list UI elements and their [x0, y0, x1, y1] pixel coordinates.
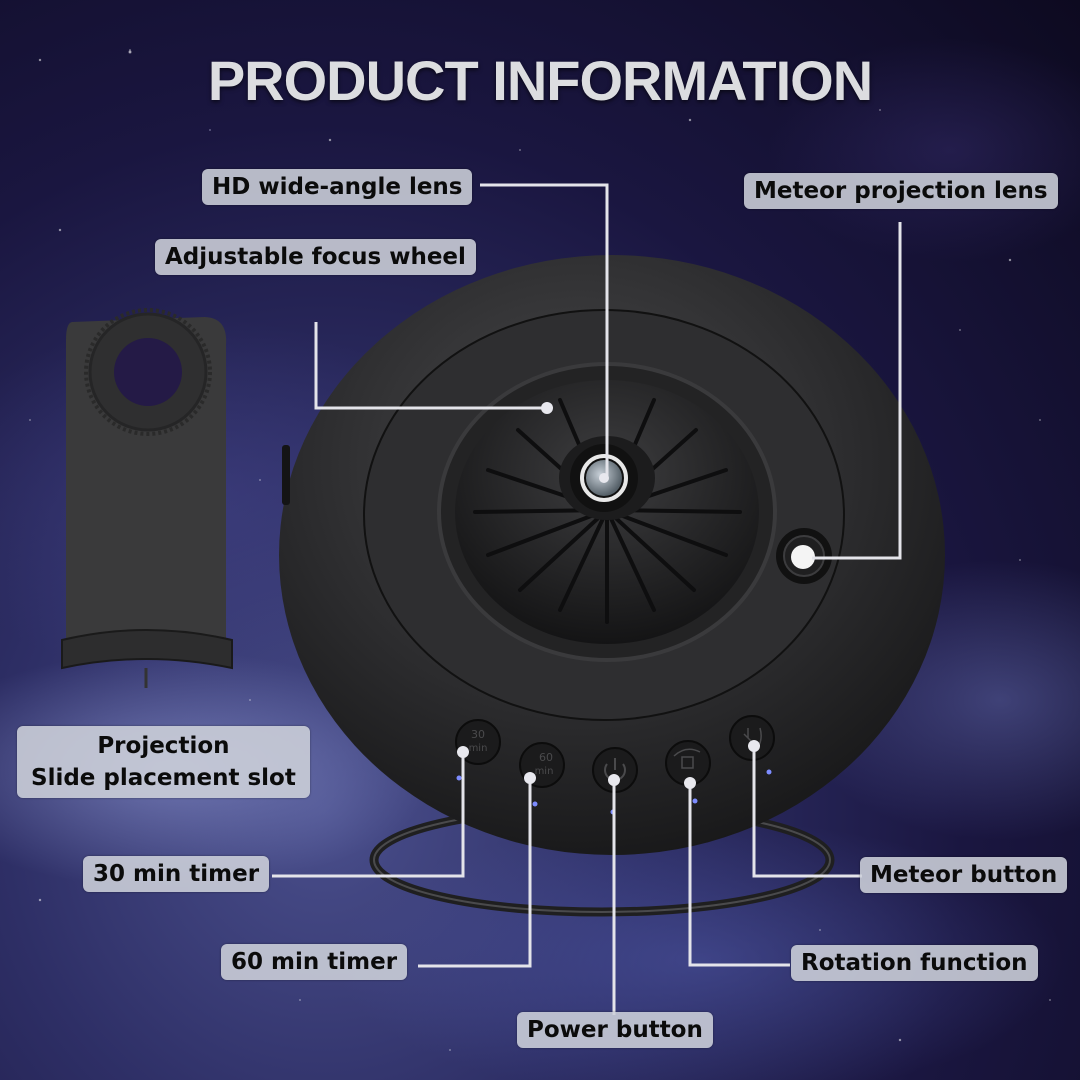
slide-slot-opening: [282, 445, 290, 505]
label-slide-placement-slot: Projection Slide placement slot: [17, 726, 310, 798]
svg-text:min: min: [469, 743, 488, 754]
label-60-min-timer: 60 min timer: [221, 944, 408, 980]
label-hd-wide-angle-lens: HD wide-angle lens: [202, 169, 473, 205]
label-30-min-timer: 30 min timer: [83, 856, 270, 892]
label-slide-line-2: Slide placement slot: [31, 765, 296, 791]
label-slide-line-1: Projection: [97, 733, 230, 759]
focus-wheel-ribs: [473, 398, 742, 624]
leader-lines: [272, 183, 902, 1015]
leader-dots: [457, 402, 760, 789]
label-rotation-function: Rotation function: [791, 945, 1038, 981]
page-title: PRODUCT INFORMATION: [207, 49, 873, 112]
label-meteor-button: Meteor button: [860, 857, 1068, 893]
label-meteor-projection-lens: Meteor projection lens: [744, 173, 1058, 209]
label-adjustable-focus-wheel: Adjustable focus wheel: [155, 239, 476, 275]
svg-text:30: 30: [471, 728, 485, 741]
label-power-button: Power button: [517, 1012, 713, 1048]
svg-text:60: 60: [539, 751, 553, 764]
meteor-lens: [776, 528, 832, 584]
projection-slide: [61, 308, 233, 688]
svg-text:min: min: [535, 766, 554, 777]
